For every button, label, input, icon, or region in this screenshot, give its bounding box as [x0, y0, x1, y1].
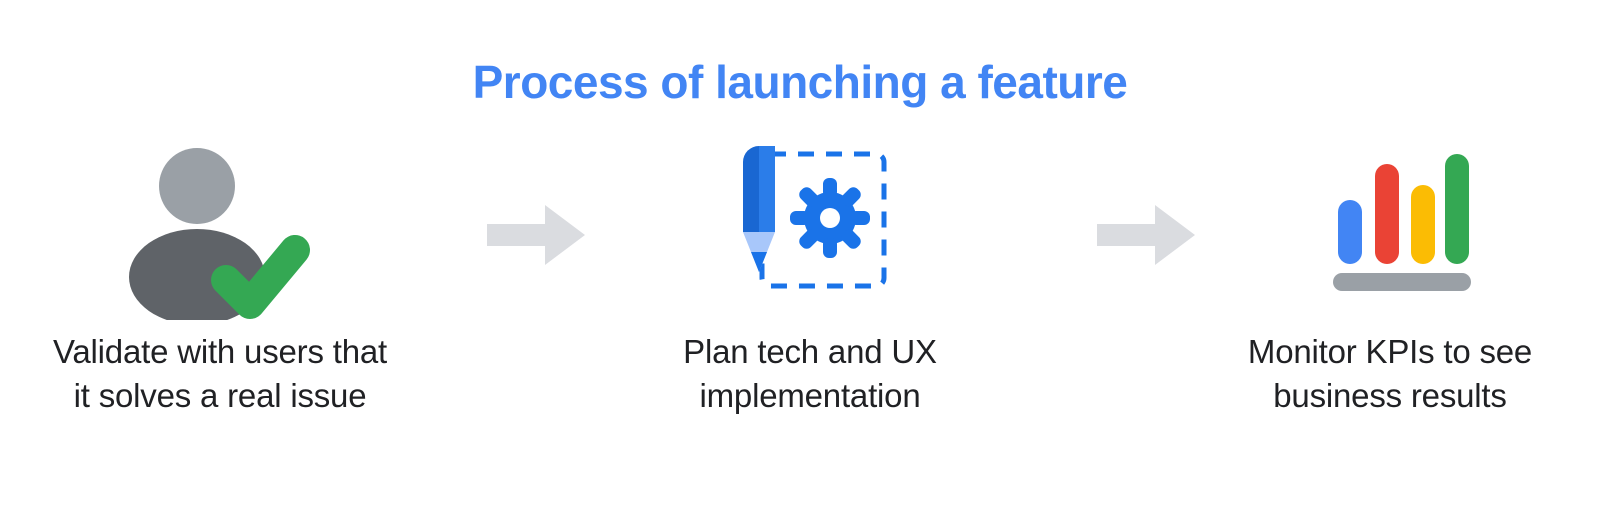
- green-checkmark-icon: [211, 235, 310, 319]
- step-validate: Validate with users that it solves a rea…: [0, 140, 440, 460]
- bar-yellow: [1411, 185, 1435, 264]
- step-1-icon-box: [120, 140, 320, 320]
- step-1-caption: Validate with users that it solves a rea…: [53, 330, 387, 418]
- chart-baseline: [1333, 273, 1471, 291]
- pencil-point-icon: [751, 252, 767, 272]
- bar-chart-icon: [1333, 154, 1471, 291]
- person-head-icon: [159, 148, 235, 224]
- process-steps: Validate with users that it solves a rea…: [0, 140, 1600, 460]
- step-3-caption-line-2: business results: [1273, 377, 1507, 414]
- bar-red: [1375, 164, 1399, 264]
- step-2-caption: Plan tech and UX implementation: [683, 330, 937, 418]
- step-1-caption-line-2: it solves a real issue: [73, 377, 367, 414]
- page-title: Process of launching a feature: [472, 56, 1128, 108]
- person-check-icon: [129, 148, 310, 320]
- gear-icon: [790, 178, 870, 258]
- arrow-right-icon: [487, 205, 585, 265]
- step-monitor: Monitor KPIs to see business results: [1190, 140, 1590, 460]
- step-3-caption: Monitor KPIs to see business results: [1248, 330, 1532, 418]
- step-1-caption-line-1: Validate with users that: [53, 333, 387, 370]
- step-plan: Plan tech and UX implementation: [620, 140, 1000, 460]
- connector-arrow-2: [1097, 200, 1197, 270]
- bar-green: [1445, 154, 1469, 264]
- bar-blue: [1338, 200, 1362, 264]
- step-2-caption-line-1: Plan tech and UX: [683, 333, 937, 370]
- arrow-right-icon: [1097, 205, 1195, 265]
- step-3-caption-line-1: Monitor KPIs to see: [1247, 333, 1533, 370]
- connector-arrow-1: [487, 200, 587, 270]
- pencil-highlight-icon: [759, 146, 775, 232]
- step-2-icon-box: [725, 140, 895, 320]
- step-3-icon-box: [1305, 140, 1475, 320]
- step-2-caption-line-2: implementation: [699, 377, 921, 414]
- pencil-gear-icon: [743, 146, 887, 289]
